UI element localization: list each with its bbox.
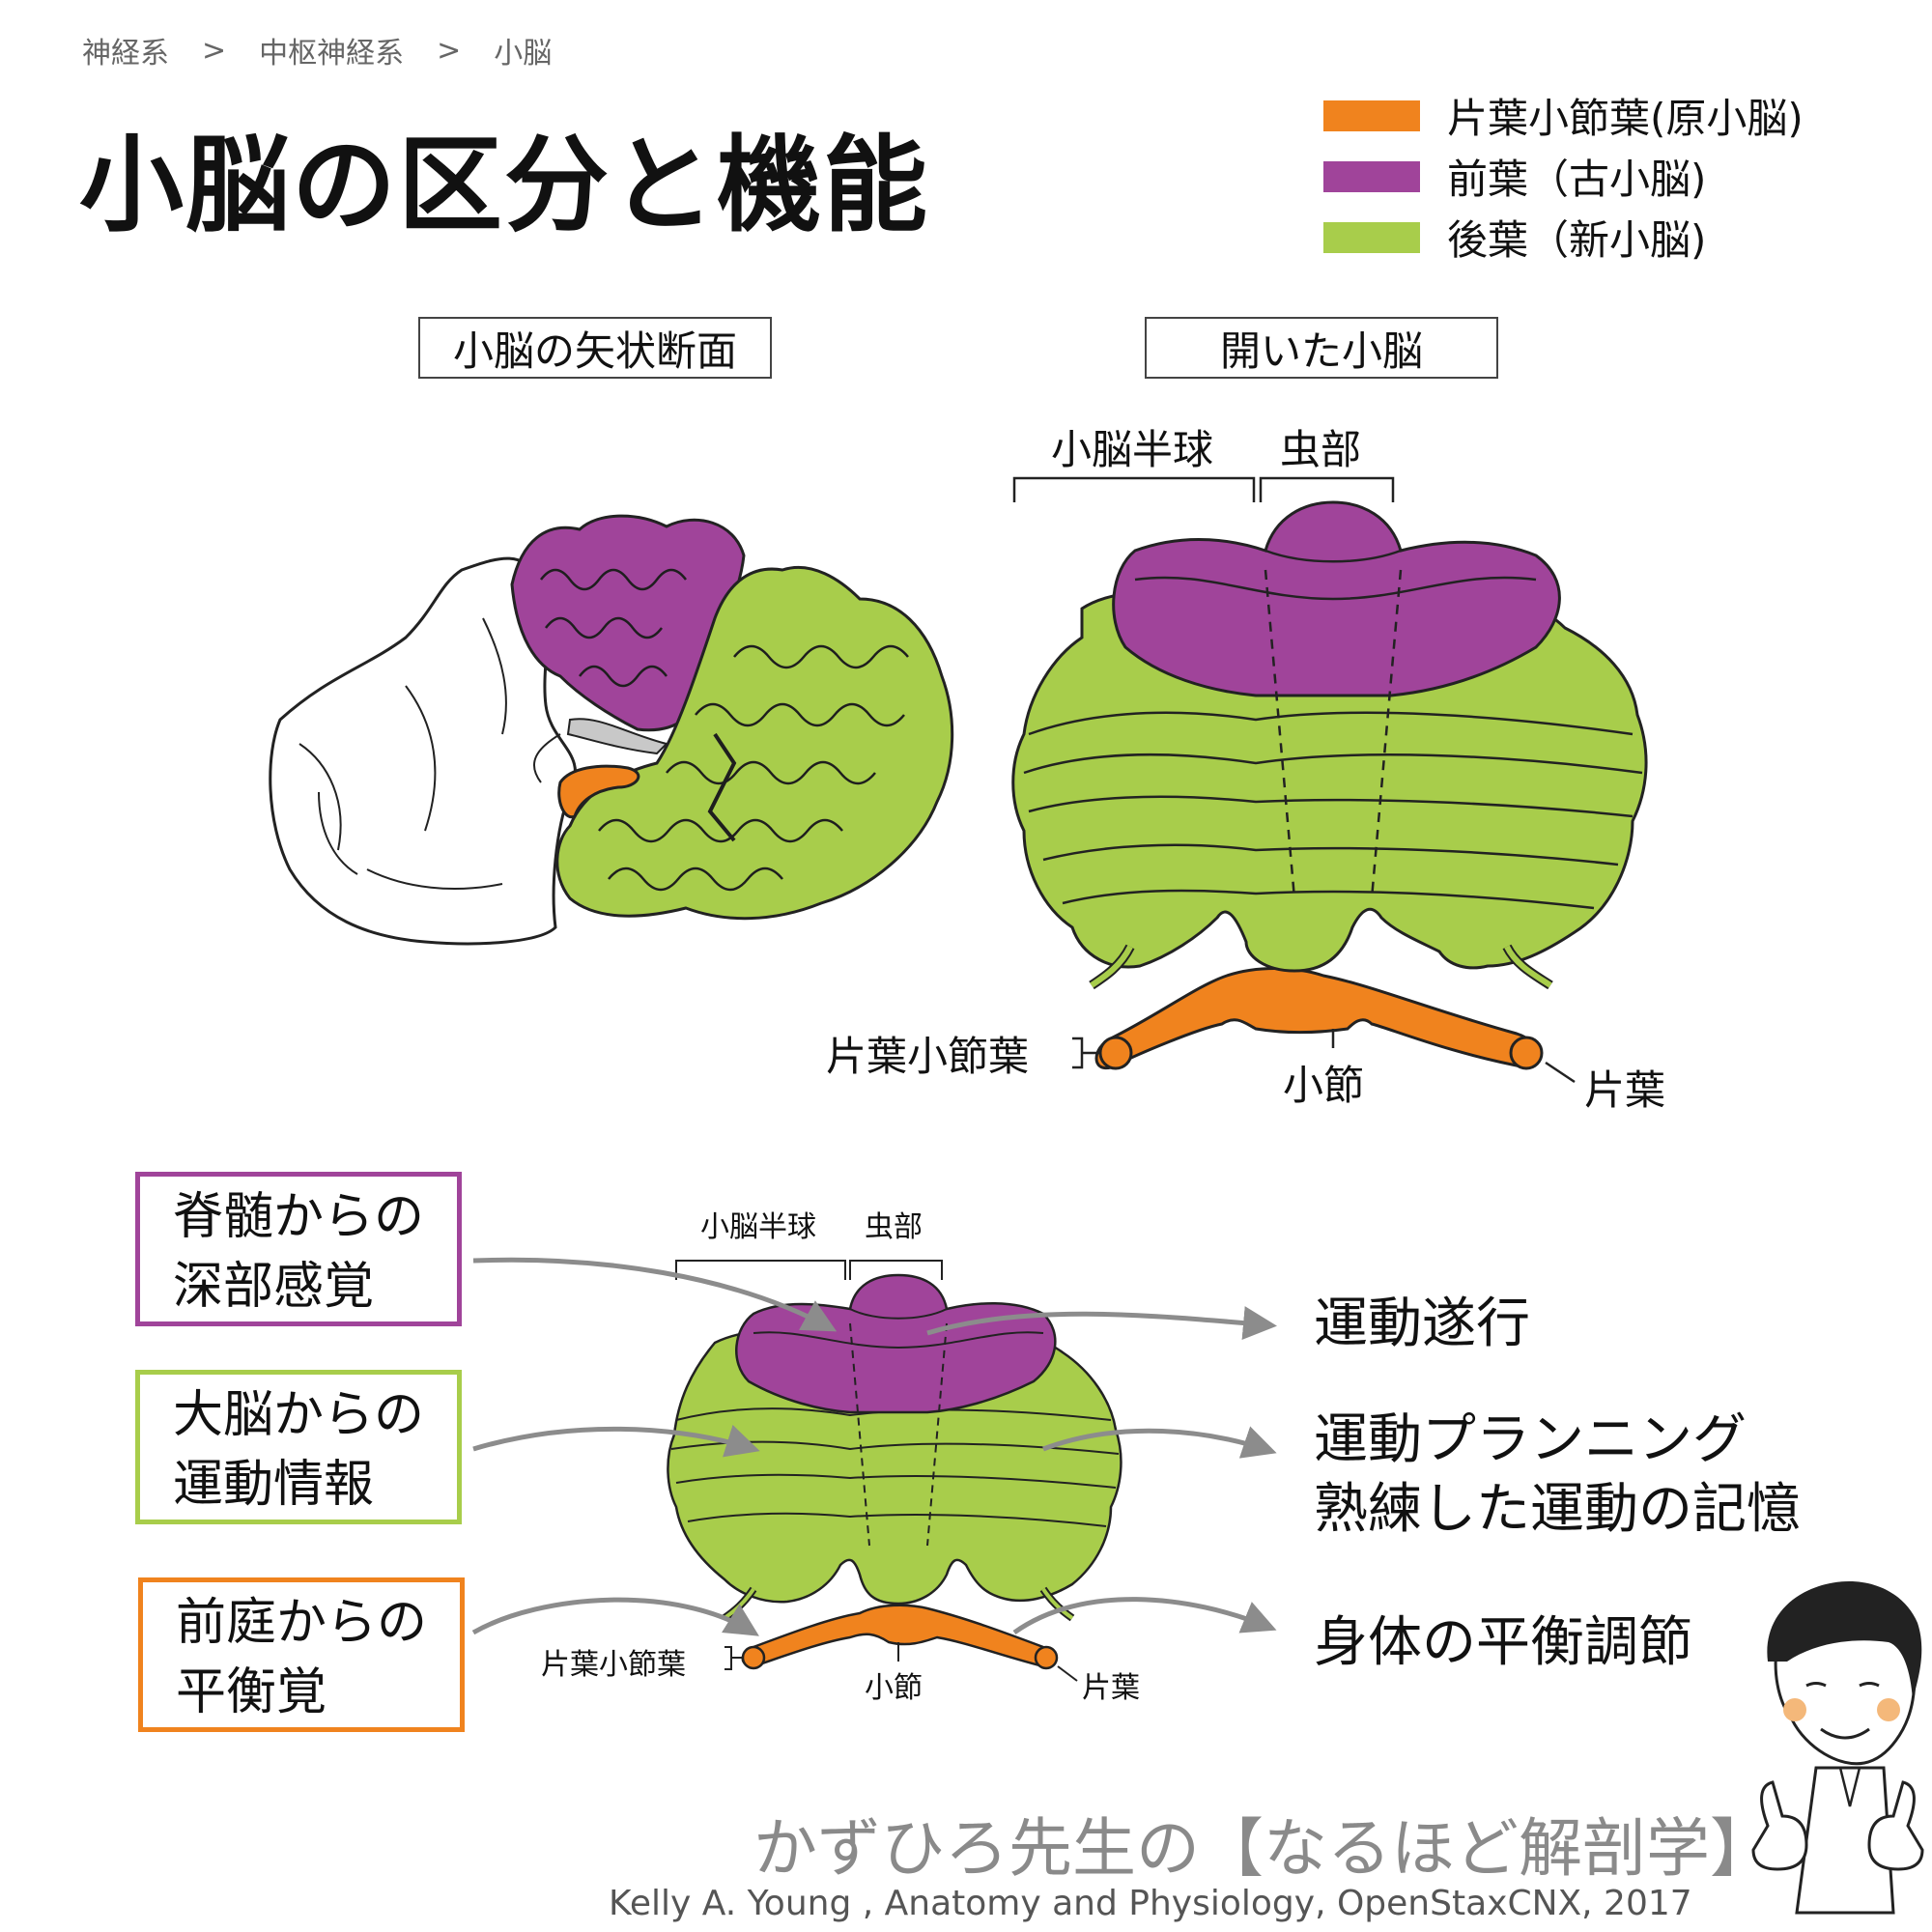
output-balance: 身体の平衡調節 (1314, 1608, 1692, 1678)
output-motor-execution: 運動遂行 (1314, 1290, 1530, 1359)
label-nodulus-small: 小節 (865, 1671, 923, 1705)
input-text-line1: 脊髄からの (173, 1188, 425, 1246)
legend-item-paleocerebellum: 前葉（古小脳) (1323, 146, 1804, 207)
breadcrumb-item-nervous-system[interactable]: 神経系 (82, 37, 169, 71)
label-flocculus-small: 片葉 (1082, 1671, 1140, 1705)
input-text-line1: 大脳からの (173, 1386, 425, 1444)
output-motor-planning: 運動プランニング 熟練した運動の記憶 (1314, 1406, 1801, 1545)
input-box-spinal: 脊髄からの 深部感覚 (135, 1172, 462, 1326)
input-text-line2: 運動情報 (173, 1456, 375, 1514)
sagittal-nodulus (557, 764, 640, 819)
legend-swatch-orange (1323, 99, 1420, 131)
legend-label: 片葉小節葉(原小脳) (1447, 95, 1804, 142)
arrow-balance-output (1012, 1597, 1277, 1635)
input-box-vestibular: 前庭からの 平衡覚 (138, 1577, 465, 1732)
input-box-cerebral: 大脳からの 運動情報 (135, 1370, 462, 1524)
arrow-spinal-input (472, 1257, 838, 1332)
label-nodulus: 小節 (1283, 1062, 1365, 1109)
legend-label: 後葉（新小脳) (1447, 216, 1707, 264)
label-vermis: 虫部 (1280, 426, 1362, 473)
page-title: 小脳の区分と機能 (79, 126, 930, 246)
opened-cerebellum (1011, 476, 1648, 1084)
arrow-vestibular-input (471, 1597, 759, 1636)
label-flocculonodular-small: 片葉小節葉 (541, 1648, 686, 1682)
sagittal-section (269, 514, 954, 946)
breadcrumb: 神経系 > 中枢神経系 > 小脳 (82, 29, 552, 71)
input-text-line2: 平衡覚 (176, 1663, 327, 1721)
breadcrumb-item-cerebellum[interactable]: 小脳 (494, 37, 553, 71)
sagittal-section-title: 小脳の矢状断面 (418, 317, 772, 379)
arrow-planning-output (1042, 1426, 1277, 1459)
breadcrumb-separator: > (202, 33, 227, 68)
output-text-line1: 運動プランニング (1314, 1408, 1747, 1471)
arrow-cerebral-input (472, 1424, 760, 1458)
legend: 片葉小節葉(原小脳) 前葉（古小脳) 後葉（新小脳) (1323, 85, 1804, 268)
bottom-cerebellum (667, 1260, 1122, 1682)
label-hemisphere-small: 小脳半球 (700, 1210, 816, 1244)
mascot-doctor (1751, 1580, 1924, 1915)
input-output-arrows (471, 1257, 1277, 1636)
legend-item-neocerebellum: 後葉（新小脳) (1323, 207, 1804, 268)
output-text-line1: 運動遂行 (1314, 1293, 1530, 1355)
arrow-execution-output (926, 1306, 1277, 1340)
breadcrumb-separator: > (437, 33, 462, 68)
legend-label: 前葉（古小脳) (1447, 156, 1707, 203)
opened-cerebellum-title: 開いた小脳 (1145, 317, 1498, 379)
label-hemisphere: 小脳半球 (1051, 426, 1214, 473)
series-credit: かずひろ先生の【なるほど解剖学】 (753, 1811, 1774, 1886)
label-vermis-small: 虫部 (865, 1210, 923, 1244)
label-flocculonodular-lobe: 片葉小節葉 (826, 1033, 1030, 1080)
legend-item-archicerebellum: 片葉小節葉(原小脳) (1323, 85, 1804, 146)
opened-posterior-lobe (1011, 589, 1648, 973)
source-credit: Kelly A. Young , Anatomy and Physiology,… (609, 1884, 1692, 1923)
input-text-line1: 前庭からの (176, 1594, 428, 1652)
input-text-line2: 深部感覚 (173, 1258, 375, 1316)
breadcrumb-item-cns[interactable]: 中枢神経系 (259, 37, 405, 71)
legend-swatch-purple (1323, 160, 1420, 192)
label-flocculus: 片葉 (1584, 1066, 1666, 1114)
output-text-line2: 熟練した運動の記憶 (1314, 1478, 1801, 1541)
legend-swatch-green (1323, 221, 1420, 253)
output-text-line1: 身体の平衡調節 (1314, 1611, 1692, 1674)
